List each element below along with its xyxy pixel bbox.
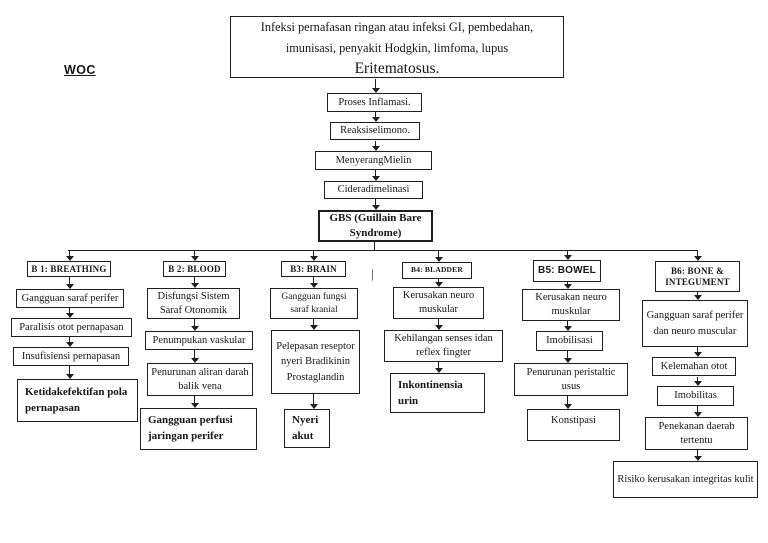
branch-header-blood: B 2: BLOOD: [163, 261, 226, 277]
arrow-down-icon: [65, 308, 74, 318]
b3-step-1: Gangguan fungsi saraf kranial: [270, 288, 358, 319]
arrow-down-icon: [190, 277, 199, 288]
connector-segment: [374, 242, 375, 251]
branch-header-brain: B3: BRAIN: [281, 261, 346, 277]
b1-outcome: Ketidakefektifan pola pernapasan: [17, 379, 138, 422]
b3-outcome: Nyeri akut: [284, 409, 330, 448]
arrow-down-icon: [190, 396, 199, 408]
arrow-down-icon: [563, 321, 572, 331]
arrow-down-icon: [563, 251, 572, 260]
arrow-down-icon: [693, 450, 702, 461]
arrow-down-icon: [371, 199, 380, 210]
branch-header-bowel: B5: BOWEL: [533, 260, 601, 282]
arrow-down-icon: [693, 251, 702, 261]
arrow-down-icon: [563, 282, 572, 289]
b2-outcome: Gangguan perfusi jaringan perifer: [140, 408, 257, 450]
b6-step-4: Penekanan daerah tertentu: [645, 417, 748, 450]
b5-step-1: Kerusakan neuro muskular: [522, 289, 620, 321]
branch-header-bladder: B4: BLADDER: [402, 262, 472, 279]
arrow-down-icon: [693, 347, 702, 357]
arrow-down-icon: [309, 251, 318, 261]
b2-step-3: Penurunan aliran darah balik vena: [147, 363, 253, 396]
chain-box-cidera-dimelinasi: Cideradimelinasi: [324, 181, 423, 199]
b1-step-3: Insufisiensi pernapasan: [13, 347, 129, 366]
arrow-down-icon: [309, 277, 318, 288]
root-cause-box: Infeksi pernafasan ringan atau infeksi G…: [230, 16, 564, 78]
b5-step-2: Imobilisasi: [536, 331, 603, 351]
arrow-down-icon: [65, 366, 74, 379]
root-line-2: imunisasi, penyakit Hodgkin, limfoma, lu…: [285, 41, 509, 56]
arrow-down-icon: [563, 396, 572, 409]
arrow-down-icon: [693, 406, 702, 417]
b6-step-2: Kelemahan otot: [652, 357, 736, 376]
arrow-down-icon: [309, 394, 318, 409]
arrow-down-icon: [65, 277, 74, 289]
chain-box-proses-inflamasi: Proses Inflamasi.: [327, 93, 422, 112]
arrow-down-icon: [190, 251, 199, 261]
woc-title: WOC: [64, 63, 96, 77]
b1-step-1: Gangguan saraf perifer: [16, 289, 124, 308]
root-line-1: Infeksi pernafasan ringan atau infeksi G…: [260, 19, 534, 34]
b6-outcome: Risiko kerusakan integritas kulit: [613, 461, 758, 498]
column-separator: |: [371, 266, 374, 281]
arrow-down-icon: [371, 112, 380, 122]
gbs-box: GBS (Guillain Bare Syndrome): [318, 210, 433, 242]
b3-step-2: Pelepasan reseptor nyeri Bradikinin Pros…: [271, 330, 360, 394]
b5-outcome: Konstipasi: [527, 409, 620, 441]
arrow-down-icon: [434, 251, 443, 262]
connector-line: [68, 250, 698, 251]
b1-step-2: Paralisis otot pernapasan: [11, 318, 132, 337]
chain-box-menyerang-mielin: MenyerangMielin: [315, 151, 432, 170]
arrow-down-icon: [190, 319, 199, 331]
b2-step-1: Disfungsi Sistem Saraf Otonomik: [147, 288, 240, 319]
arrow-down-icon: [371, 79, 380, 93]
b6-step-1: Gangguan saraf perifer dan neuro muscula…: [642, 300, 748, 347]
arrow-down-icon: [309, 319, 318, 330]
arrow-down-icon: [434, 319, 443, 330]
b4-step-2: Kehilangan senses idan reflex fingter: [384, 330, 503, 362]
branch-header-bone-integument: B6: BONE & INTEGUMENT: [655, 261, 740, 292]
b5-step-3: Penurunan peristaltic usus: [514, 363, 628, 396]
arrow-down-icon: [371, 170, 380, 181]
arrow-down-icon: [371, 141, 380, 151]
arrow-down-icon: [65, 251, 74, 261]
arrow-down-icon: [693, 292, 702, 300]
branch-header-breathing: B 1: BREATHING: [27, 261, 111, 277]
arrow-down-icon: [434, 362, 443, 373]
chain-box-reaksi-selimono: Reaksiselimono.: [330, 122, 420, 140]
arrow-down-icon: [190, 350, 199, 363]
arrow-down-icon: [563, 351, 572, 363]
root-line-3: Eritematosus.: [354, 60, 440, 78]
b2-step-2: Penumpukan vaskular: [145, 331, 253, 350]
arrow-down-icon: [434, 279, 443, 287]
b4-outcome: Inkontinensia urin: [390, 373, 485, 413]
arrow-down-icon: [65, 337, 74, 347]
b4-step-1: Kerusakan neuro muskular: [393, 287, 484, 319]
arrow-down-icon: [693, 377, 702, 386]
b6-step-3: Imobilitas: [657, 386, 734, 406]
